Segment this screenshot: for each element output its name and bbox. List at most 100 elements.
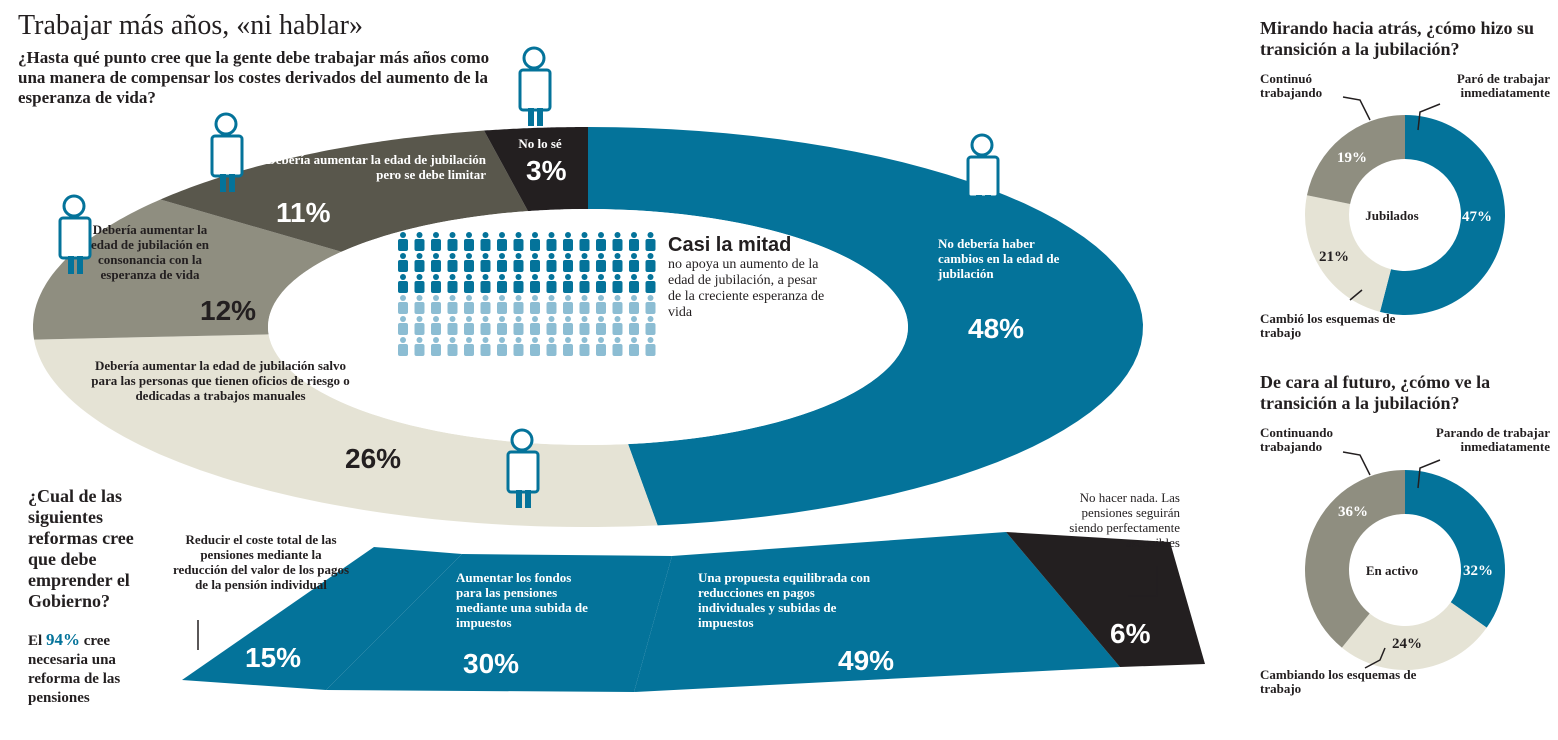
person-icon [629,232,639,251]
label-except-risk: Debería aumentar la edad de jubilación s… [91,358,350,403]
person-icon [398,253,408,272]
person-icon [398,316,408,335]
reforms-question: ¿Cual de las siguientes reformas cree qu… [28,486,134,611]
retired-label-continued: Continuó trabajando [1260,71,1323,100]
figure-icon [210,112,244,192]
person-icon [497,253,507,272]
main-question: ¿Hasta qué punto cree que la gente debe … [18,48,490,107]
person-icon [414,337,425,356]
person-icon [464,253,474,272]
retired-value-continued: 19% [1337,150,1367,166]
person-icon [431,316,441,335]
person-icon [596,295,606,314]
value-dont-know: 3% [526,155,567,186]
person-icon [546,232,557,251]
ring-slice-except-risk [34,334,658,527]
active-label-change: Cambiando los esquemas de trabajo [1260,667,1417,696]
person-icon [398,274,408,293]
person-icon [513,274,524,293]
person-icon [629,337,639,356]
person-icon [596,337,606,356]
retired-slice-2 [1306,115,1405,204]
person-icon [645,337,656,356]
value-except-risk: 26% [345,443,402,474]
person-icon [480,295,491,314]
retired-slice-0 [1379,115,1505,315]
person-icon [530,295,540,314]
person-icon [612,295,623,314]
retired-slice-1 [1305,195,1391,312]
active-slice-2 [1305,470,1405,648]
label-limit: Debería aumentar la edad de jubilación p… [266,152,486,182]
person-icon [579,274,590,293]
person-icon [645,295,656,314]
person-icon [629,253,639,272]
person-icon [530,337,540,356]
person-icon [546,295,557,314]
person-icon [480,337,491,356]
person-icon [629,274,639,293]
person-icon [431,253,441,272]
ring-slice-limit [160,130,528,252]
person-icon [546,316,557,335]
page-title: Trabajar más años, «ni hablar» [18,10,363,41]
reform-bar-balanced [634,532,1120,692]
figure-icon [506,428,540,508]
person-icon [612,253,623,272]
person-icon [629,316,639,335]
person-icon [563,274,573,293]
reform-value-reduce: 15% [245,642,302,673]
person-icon [530,253,540,272]
leader-active-stop [1417,459,1441,489]
reform-value-nothing: 6% [1110,618,1151,649]
center-block: Casi la mitad no apoya un aumento de la … [668,234,828,321]
person-icon [480,232,491,251]
person-icon [563,295,573,314]
person-icon [447,253,458,272]
person-icon [579,253,590,272]
label-life-expectancy: Debería aumentar la edad de jubilación e… [90,222,210,282]
person-icon [612,316,623,335]
person-icon [513,337,524,356]
person-icon [414,274,425,293]
person-icon [513,316,524,335]
note-prefix: El [28,633,43,649]
active-label-stop: Parando de trabajar inmediatamente [1435,425,1550,454]
person-icon [629,295,639,314]
person-icon [546,274,557,293]
person-icon [480,274,491,293]
person-icon [579,295,590,314]
leader-retired-changed [1349,289,1363,301]
retired-label-stopped: Paró de trabajar inmediatamente [1456,71,1550,100]
figure-icon [966,133,1000,213]
person-icon [579,232,590,251]
person-icon [530,232,540,251]
person-icon [563,232,573,251]
reform-value-taxes: 30% [463,648,520,679]
person-icon [596,253,606,272]
person-icon [563,253,573,272]
person-icon [563,316,573,335]
reform-label-taxes: Aumentar los fondos para las pensiones m… [456,570,588,630]
leader-retired-continued [1342,96,1371,121]
active-value-change: 24% [1392,636,1422,652]
figure-icon [58,194,92,274]
value-limit: 11% [276,197,331,228]
person-icon [563,337,573,356]
note-highlight: 94% [45,630,80,649]
person-icon [546,337,557,356]
note-suffix: cree necesaria una reforma de las pensio… [28,633,121,706]
active-title: De cara al futuro, ¿cómo ve la transició… [1260,372,1491,413]
ring-slice-no-changes [588,127,1143,526]
person-icon [431,337,441,356]
retired-value-changed: 21% [1319,249,1349,265]
reform-bar-reduce [182,547,462,690]
person-icon [612,232,623,251]
person-icon [596,316,606,335]
person-icon [530,316,540,335]
reform-value-balanced: 49% [838,645,895,676]
person-icon [645,274,656,293]
figure-icon [518,46,552,126]
person-icon [447,232,458,251]
person-icon [431,232,441,251]
